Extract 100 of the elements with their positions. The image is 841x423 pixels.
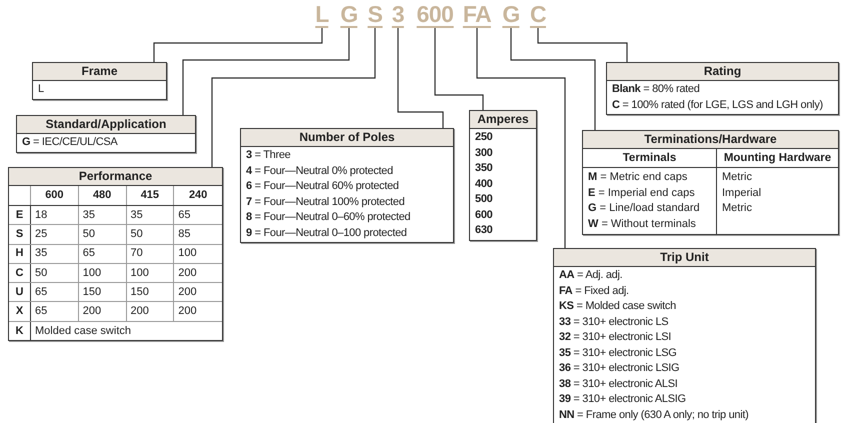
table-header: Frame	[33, 63, 166, 81]
code-table	[582, 130, 839, 235]
table-cell-text: 150	[82, 285, 102, 300]
table-cell-text: 70	[130, 246, 143, 262]
option-text: Imperial	[722, 186, 762, 200]
table-cell-text: 100	[178, 246, 197, 262]
code-character: G	[502, 2, 520, 28]
code-table	[553, 248, 816, 423]
option-text: 36 = 310+ electronic LSIG	[559, 361, 680, 376]
table-cell-text: 200	[82, 304, 102, 320]
option-text: W = Without terminals	[588, 216, 697, 232]
table-cell-text: 18	[35, 208, 48, 223]
connector-line	[153, 28, 323, 62]
table-cell-text: 100	[82, 266, 102, 281]
table-cell-text: 200	[130, 304, 149, 320]
column-header: Terminals	[622, 152, 676, 164]
table-cell-text: 200	[178, 285, 197, 300]
option-text: 35 = 310+ electronic LSG	[559, 346, 678, 360]
code-table	[606, 62, 839, 115]
table-cell-text: 35	[130, 208, 143, 223]
table-header: Trip Unit	[554, 249, 815, 267]
connector-line	[537, 28, 628, 62]
option-text: 350	[475, 161, 494, 176]
code-character: G	[340, 2, 358, 28]
code-character: 3	[392, 2, 404, 28]
column-header: 415	[140, 188, 160, 204]
option-text: 300	[475, 146, 494, 160]
table-header: Rating	[607, 63, 838, 81]
column-header: 600	[45, 188, 64, 204]
code-character: C	[530, 2, 546, 28]
option-text: 7 = Four—Neutral 100% protected	[246, 194, 406, 210]
code-table	[469, 110, 537, 240]
table-header: Amperes	[470, 111, 536, 129]
connector-line	[397, 28, 444, 128]
option-text: 400	[475, 176, 494, 192]
code-character: 600	[416, 2, 454, 28]
connector-line	[476, 28, 566, 248]
option-text: AA = Adj. adj.	[559, 268, 624, 283]
row-header: H	[16, 246, 24, 262]
connector-line	[510, 28, 596, 130]
table-cell-text: 150	[130, 285, 149, 300]
table-cell-text: 50	[35, 266, 48, 281]
code-table	[8, 167, 223, 342]
column-header: 240	[188, 188, 208, 204]
option-text: 8 = Four—Neutral 0–60% protected	[246, 210, 412, 225]
table-cell-text: 35	[82, 208, 95, 223]
table-cell-text: 200	[178, 304, 197, 320]
option-text: 39 = 310+ electronic ALSIG	[559, 392, 687, 407]
column-header: 480	[92, 188, 112, 204]
table-cell-text: 85	[178, 227, 190, 242]
option-text: 6 = Four—Neutral 60% protected	[246, 179, 400, 194]
code-table	[32, 62, 167, 100]
row-header: X	[16, 304, 24, 320]
table-cell-text: 25	[35, 227, 48, 242]
option-text: 3 = Three	[246, 148, 292, 163]
table-header: Performance	[9, 168, 222, 186]
option-text: Metric	[722, 170, 753, 185]
row-header: K	[16, 324, 24, 339]
code-character: FA	[462, 2, 492, 28]
table-cell-text: 100	[130, 266, 149, 281]
option-text: C = 100% rated (for LGE, LGS and LGH only)	[612, 98, 824, 112]
table-cell-text: 65	[35, 304, 48, 320]
code-character: L	[315, 2, 329, 28]
table-cell-text: 65	[178, 208, 190, 223]
option-text: NN = Frame only (630 A only; no trip unit)	[559, 408, 750, 422]
option-text: KS = Molded case switch	[559, 299, 677, 314]
option-text: 630	[475, 223, 494, 238]
option-text: 33 = 310+ electronic LS	[559, 314, 670, 330]
table-header: Standard/Application	[17, 116, 195, 134]
connector-line	[182, 28, 350, 115]
option-text: 32 = 310+ electronic LSI	[559, 330, 672, 345]
table-cell-text: 65	[82, 246, 95, 262]
option-text: M = Metric end caps	[588, 170, 688, 185]
code-table	[16, 115, 196, 152]
table-cell-text: 65	[35, 285, 48, 300]
table-cell-text: Molded case switch	[35, 324, 131, 339]
option-text: 250	[475, 130, 494, 145]
option-text: L	[38, 82, 45, 97]
option-text: 600	[475, 208, 494, 222]
option-text: 500	[475, 192, 494, 207]
row-header: U	[16, 285, 24, 300]
option-text: 9 = Four—Neutral 0–100 protected	[246, 226, 408, 240]
connector-line	[211, 28, 376, 167]
table-cell-text: 50	[130, 227, 143, 242]
option-text: E = Imperial end caps	[588, 186, 696, 200]
table-header: Terminations/Hardware	[583, 131, 838, 149]
table-header: Number of Poles	[241, 129, 453, 147]
code-table	[240, 128, 454, 243]
option-text: 38 = 310+ electronic ALSI	[559, 376, 678, 392]
option-text: Blank = 80% rated	[612, 82, 701, 97]
row-header: C	[16, 266, 24, 281]
option-text: G = Line/load standard	[588, 201, 701, 216]
option-text: FA = Fixed adj.	[559, 284, 630, 298]
table-cell-text: 35	[35, 246, 48, 262]
option-text: Metric	[722, 201, 753, 216]
row-header: S	[16, 227, 24, 242]
option-text: 4 = Four—Neutral 0% protected	[246, 164, 394, 178]
table-cell-text: 200	[178, 266, 197, 281]
column-header: Mounting Hardware	[724, 152, 832, 164]
table-cell-text: 50	[82, 227, 95, 242]
